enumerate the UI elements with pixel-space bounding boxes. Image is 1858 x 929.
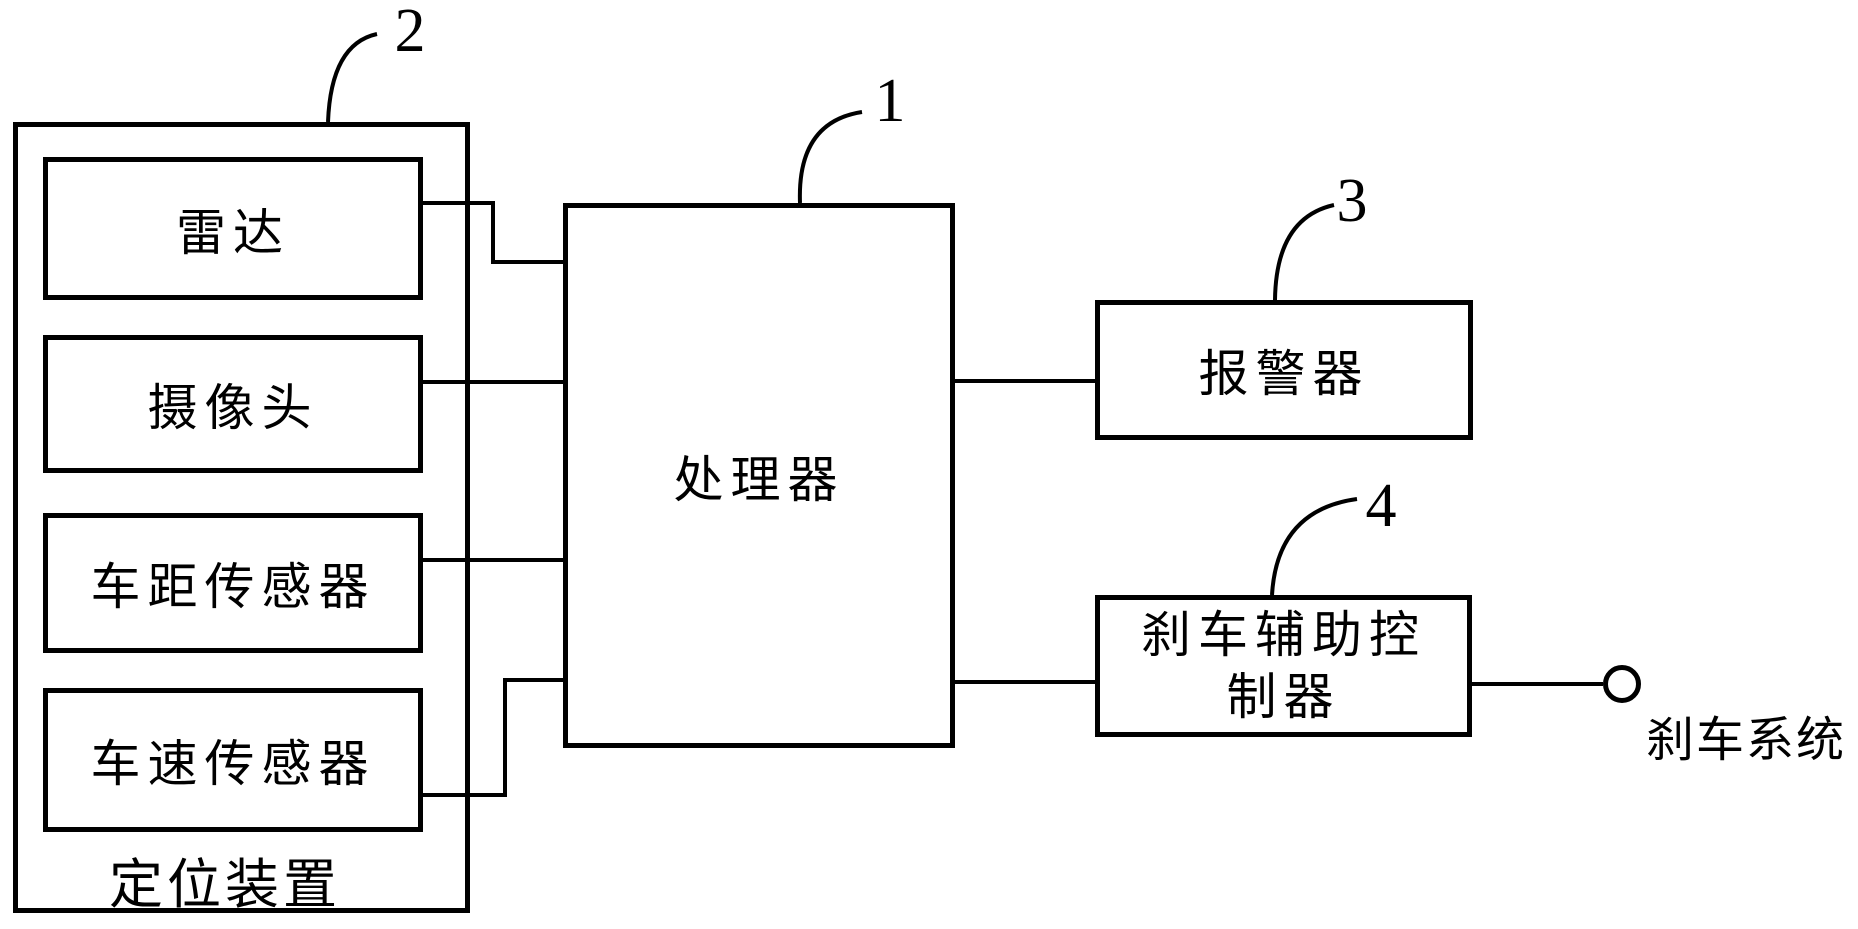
speed-sensor-label: 车速传感器 xyxy=(90,735,376,793)
brake-system-label: 刹车系统 xyxy=(1645,712,1846,768)
distance-sensor-box: 车距传感器 xyxy=(43,513,423,653)
ref-1-leader-curve xyxy=(797,110,863,204)
radar-processor-connector xyxy=(423,201,563,264)
processor-label: 处理器 xyxy=(673,450,845,509)
ref-2-leader-curve xyxy=(326,32,378,123)
camera-box: 摄像头 xyxy=(43,335,423,473)
radar-label: 雷达 xyxy=(176,203,290,262)
speed-sensor-box: 车速传感器 xyxy=(43,688,423,832)
positioning-device-box xyxy=(13,122,470,913)
ref-number-4: 4 xyxy=(1365,472,1397,540)
distance-sensor-label: 车距传感器 xyxy=(90,558,376,616)
processor-box: 处理器 xyxy=(563,203,955,748)
speed-sensor-processor-connector xyxy=(423,678,563,797)
ref-3-leader-curve xyxy=(1273,203,1335,301)
alarm-box: 报警器 xyxy=(1095,300,1473,440)
ref-4-leader-curve xyxy=(1270,497,1358,596)
radar-box: 雷达 xyxy=(43,157,423,300)
ref-number-2: 2 xyxy=(394,0,426,65)
alarm-label: 报警器 xyxy=(1198,345,1370,403)
brake-system-terminal-circle xyxy=(1603,665,1641,703)
brake-assist-controller-box: 刹车辅助控 制器 xyxy=(1095,595,1472,737)
ref-number-3: 3 xyxy=(1336,167,1368,235)
positioning-device-label: 定位装置 xyxy=(109,853,341,916)
ref-number-1: 1 xyxy=(874,67,906,135)
camera-label: 摄像头 xyxy=(147,379,319,437)
brake-assist-controller-label-line1: 刹车辅助控 xyxy=(1141,606,1426,664)
brake-assist-controller-label-line2: 制器 xyxy=(1226,668,1341,726)
